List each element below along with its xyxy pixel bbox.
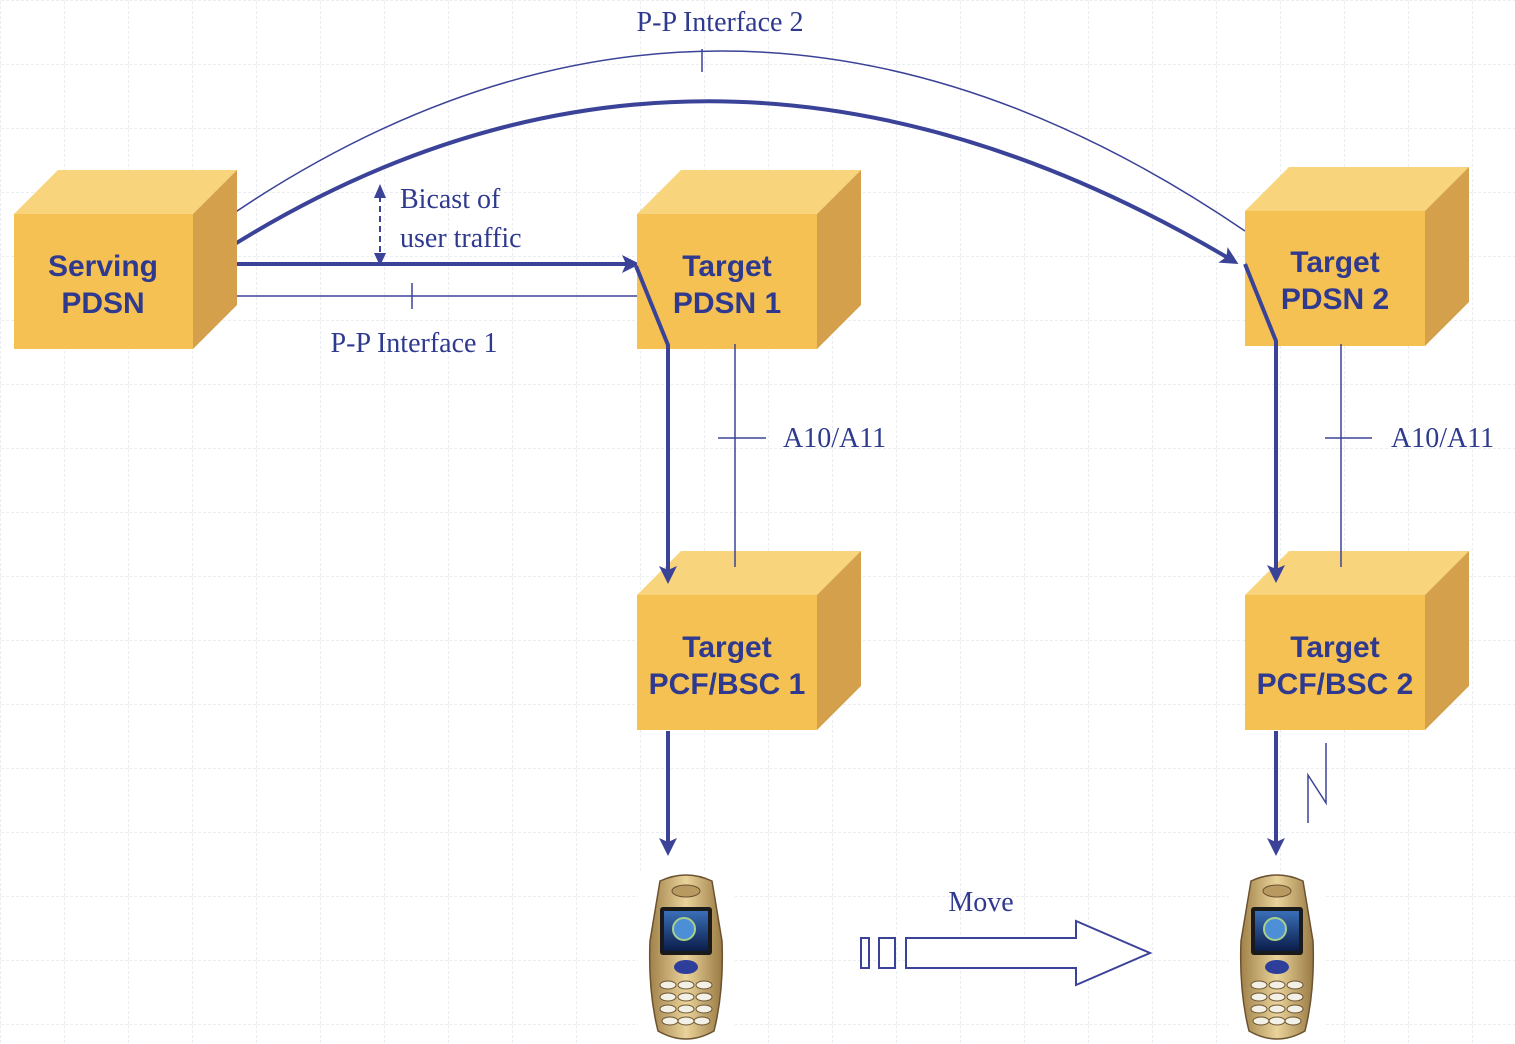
radio-link-zigzag-icon (1307, 743, 1327, 823)
serving-pdsn-label-1: Serving (48, 250, 158, 283)
serving-pdsn-label-2: PDSN (61, 287, 144, 320)
target-pcf-bsc-2-label-1: Target (1290, 631, 1379, 664)
move-arrow-icon (860, 919, 1153, 987)
bicast-label-1: Bicast of (400, 184, 501, 215)
serving-pdsn-box: Serving PDSN (14, 170, 237, 349)
target-pdsn-2-label-2: PDSN 2 (1281, 283, 1389, 316)
target-pdsn-1-label-1: Target (682, 250, 771, 283)
target-pcf-bsc-1-label-2: PCF/BSC 1 (649, 668, 806, 701)
mobile-phone-2-icon (1229, 871, 1325, 1044)
target-pcf-bsc-2-label-2: PCF/BSC 2 (1257, 668, 1414, 701)
target-pcf-bsc-1-box: Target PCF/BSC 1 (637, 551, 861, 730)
bicast-arc-to-pdsn-2 (203, 99, 1239, 265)
move-label: Move (948, 887, 1013, 918)
target-pcf-bsc-1-label-1: Target (682, 631, 771, 664)
target-pdsn-1-label-2: PDSN 1 (673, 287, 781, 320)
bicast-arrowhead-up (374, 184, 386, 198)
pp-interface-2-label: P-P Interface 2 (637, 7, 804, 38)
target-pdsn-1-box: Target PDSN 1 (637, 170, 861, 349)
target-pcf-bsc-2-box: Target PCF/BSC 2 (1245, 551, 1469, 730)
traffic-arrow-pdsn-2-to-pcf-2 (1243, 263, 1285, 583)
bicast-arrowhead-down (374, 253, 386, 266)
pp-interface-2-link (204, 50, 1246, 234)
mobile-phone-1-icon (638, 871, 734, 1044)
target-pdsn-2-label-1: Target (1290, 246, 1379, 279)
a10-a11-label-left: A10/A11 (783, 423, 886, 454)
target-pdsn-2-box: Target PDSN 2 (1245, 167, 1469, 346)
traffic-arrow-pdsn-1-to-pcf-1 (634, 265, 677, 584)
pp-interface-1-label: P-P Interface 1 (331, 328, 498, 359)
a10-a11-label-right: A10/A11 (1391, 423, 1494, 454)
bicast-label-2: user traffic (400, 223, 522, 254)
